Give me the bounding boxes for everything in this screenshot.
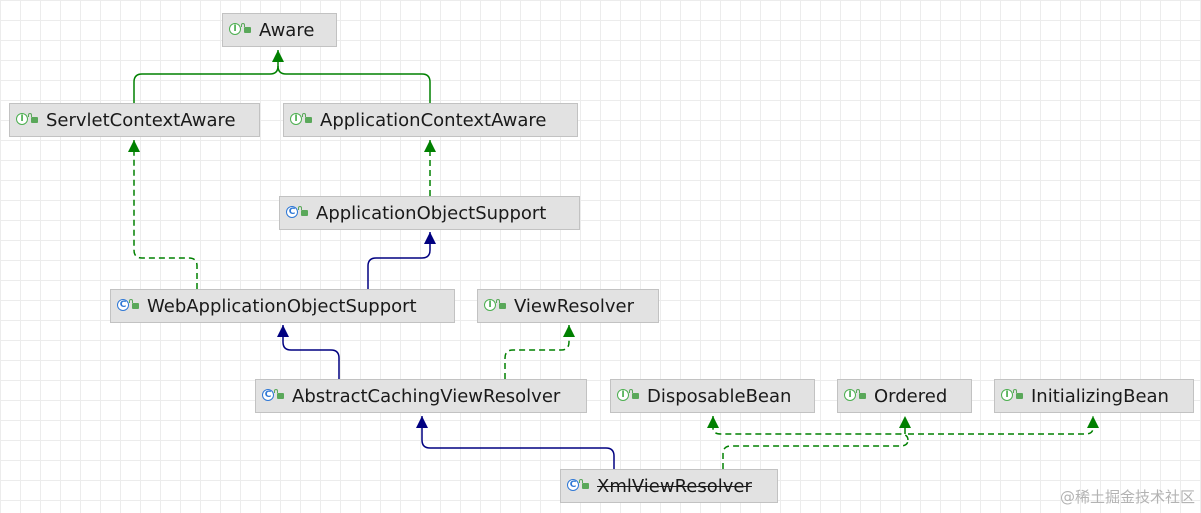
node-label: ServletContextAware [46, 109, 236, 131]
node-label: AbstractCachingViewResolver [292, 385, 561, 407]
node-label: XmlViewResolver [597, 475, 752, 497]
edge-xmlviewresolver-disposablebean [707, 416, 909, 441]
edge-abstractcachingviewresolver-viewresolver [504, 325, 575, 379]
node-label: WebApplicationObjectSupport [147, 295, 417, 317]
node-ordered[interactable]: I Ordered [837, 379, 972, 413]
interface-icon: I [229, 21, 259, 39]
interface-icon: I [290, 111, 320, 129]
node-disposablebean[interactable]: I DisposableBean [610, 379, 815, 413]
class-icon: C [567, 477, 597, 495]
edge-xmlviewresolver-initializingbean [908, 416, 1099, 435]
interface-icon: I [1001, 387, 1031, 405]
interface-icon: I [16, 111, 46, 129]
node-label: ViewResolver [514, 295, 635, 317]
edge-xmlviewresolver-bus [722, 439, 909, 469]
class-icon: C [286, 204, 316, 222]
node-webapplicationobjectsupport[interactable]: C WebApplicationObjectSupport [110, 289, 455, 323]
edge-webapplicationobjectsupport-servletcontextaware [128, 140, 198, 289]
node-label: Ordered [874, 385, 948, 407]
edge-webapplicationobjectsupport-applicationobjectsupport [367, 232, 436, 289]
node-label: DisposableBean [647, 385, 792, 407]
interface-icon: I [844, 387, 874, 405]
node-abstractcachingviewresolver[interactable]: C AbstractCachingViewResolver [255, 379, 587, 413]
class-icon: C [117, 297, 147, 315]
node-viewresolver[interactable]: I ViewResolver [477, 289, 659, 323]
watermark: @稀土掘金技术社区 [1059, 488, 1195, 506]
interface-icon: I [484, 297, 514, 315]
edge-applicationcontextaware-aware [277, 65, 431, 103]
interface-icon: I [617, 387, 647, 405]
edge-servletcontextaware-aware [133, 50, 284, 103]
node-label: Aware [259, 19, 315, 41]
node-servletcontextaware[interactable]: I ServletContextAware [9, 103, 260, 137]
node-aware[interactable]: I Aware [222, 13, 337, 47]
node-label: ApplicationObjectSupport [316, 202, 547, 224]
node-label: ApplicationContextAware [320, 109, 547, 131]
edge-xmlviewresolver-abstractcachingviewresolver [416, 416, 615, 469]
node-initializingbean[interactable]: I InitializingBean [994, 379, 1194, 413]
edge-abstractcachingviewresolver-webapplicationobjectsupport [277, 325, 340, 379]
node-label: InitializingBean [1031, 385, 1169, 407]
class-icon: C [262, 387, 292, 405]
node-applicationcontextaware[interactable]: I ApplicationContextAware [283, 103, 578, 137]
node-applicationobjectsupport[interactable]: C ApplicationObjectSupport [279, 196, 580, 230]
node-xmlviewresolver[interactable]: C XmlViewResolver [560, 469, 778, 503]
